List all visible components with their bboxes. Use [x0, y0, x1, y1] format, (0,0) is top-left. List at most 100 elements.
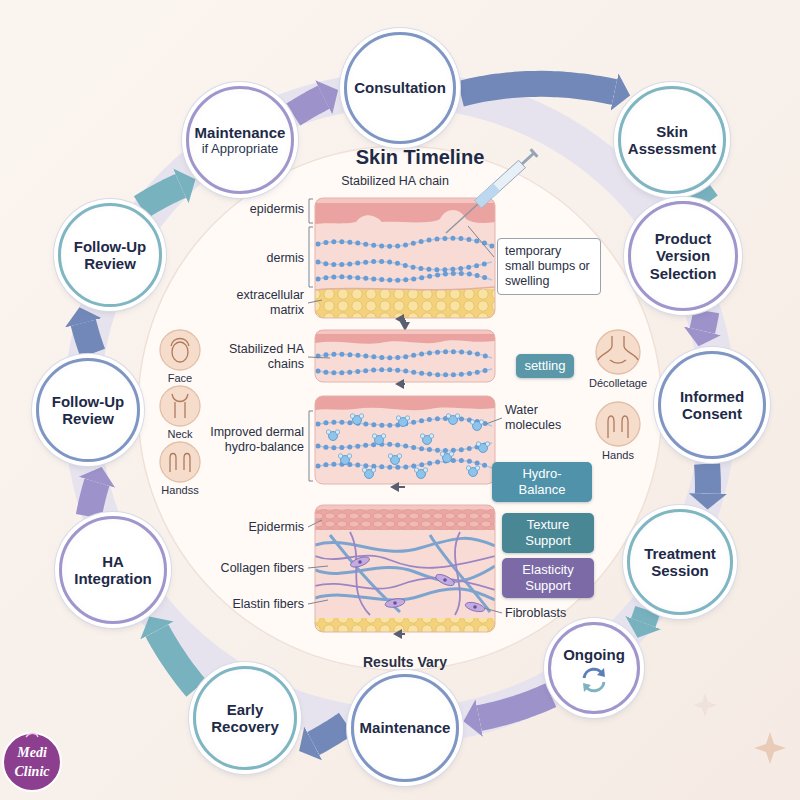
area-label: Neck — [150, 428, 210, 441]
node-text: Follow-Up Review — [45, 393, 132, 428]
illustration-part-part — [446, 414, 459, 425]
illustration-part-part — [531, 149, 538, 156]
illustration-part-part — [172, 394, 188, 402]
illustration-part-part — [315, 198, 495, 224]
illustration-part-part — [315, 330, 495, 344]
illustration-part — [315, 505, 495, 632]
illustration-part — [486, 418, 502, 424]
illustration-part-part — [358, 560, 477, 609]
node-text: Product Version Selection — [637, 230, 729, 282]
illustration-part-part — [349, 555, 485, 614]
illustration-part-part — [315, 396, 495, 410]
stage-tag: Elasticity Support — [502, 558, 594, 597]
illustration-part-part — [318, 261, 492, 269]
node-text: Informed Consent — [667, 388, 758, 423]
illustration-part-part — [315, 532, 495, 615]
illustration-part-part — [420, 434, 433, 445]
part-label: Fibroblasts — [505, 606, 593, 621]
illustration-part-part — [318, 443, 492, 451]
illustration-part-part — [315, 396, 495, 484]
node-text: Follow-Up Review — [67, 238, 154, 273]
illustration-part — [404, 320, 406, 322]
node-text-box: Consultation — [353, 79, 447, 96]
result-note: Results Vary — [340, 654, 470, 671]
illustration-part-part — [622, 416, 628, 438]
illustration-part-part-part — [434, 572, 456, 588]
illustration-part-part — [440, 452, 453, 463]
illustration-part-part — [315, 505, 495, 632]
cycle-arrow — [479, 695, 551, 718]
node-text: Treatment Session — [636, 545, 725, 580]
illustration-part-part — [170, 454, 176, 473]
illustration-part — [315, 198, 495, 318]
illustration-part — [26, 733, 38, 737]
illustration-part-part-part — [443, 578, 447, 582]
illustration-part-part — [318, 369, 492, 375]
stage-circle: Treatment Session — [627, 509, 733, 615]
node-text: Early Recovery — [202, 701, 289, 736]
illustration-part-part — [315, 330, 495, 382]
illustration-part — [138, 146, 662, 670]
illustration-part-part — [596, 330, 640, 374]
stage-circle: Maintenance — [351, 674, 459, 782]
node-text-box: Treatment Session — [636, 545, 725, 580]
area-label: Décolletage — [576, 377, 660, 390]
illustration-part-part — [315, 505, 495, 530]
node-text-box: Ongoing — [556, 646, 633, 663]
illustration-part-part — [315, 287, 495, 290]
node-text-box: Early Recovery — [202, 701, 289, 736]
illustration-part-part — [598, 336, 612, 360]
illustration-part — [693, 693, 717, 717]
illustration-part-part — [404, 318, 405, 320]
part-label: Stabilized HA chain — [320, 174, 470, 189]
node-text-box: Maintenanceif Appropriate — [195, 124, 286, 157]
illustration-part — [82, 90, 718, 726]
illustration-part-part — [318, 238, 492, 246]
illustration-part-part — [171, 339, 189, 347]
illustration-part-part — [318, 369, 492, 375]
illustration-part-part — [476, 442, 489, 453]
node-text: Maintenance — [195, 124, 286, 141]
layer-label: dermis — [210, 251, 304, 266]
illustration-part — [308, 520, 322, 527]
illustration-part-part-part — [315, 589, 495, 600]
stage-tag: Texture Support — [502, 513, 594, 552]
illustration-part-part — [372, 434, 385, 445]
illustration-part — [309, 411, 313, 481]
illustration-part-part — [160, 330, 200, 370]
illustration-part-part — [318, 238, 492, 246]
stage-circle: Skin Assessment — [618, 86, 726, 194]
illustration-part — [399, 319, 405, 634]
part-label: Water molecules — [505, 403, 587, 433]
node-text: HA Integration — [68, 553, 159, 588]
cycle-arrow — [702, 311, 706, 331]
illustration-part-part — [399, 486, 405, 488]
cycle-arrow — [293, 97, 324, 114]
part-label: Stabilized HA chains — [210, 342, 304, 372]
illustration-part-part — [338, 454, 351, 465]
stage-circle: Product Version Selection — [628, 201, 738, 311]
illustration-part-part — [350, 414, 363, 425]
illustration-part-part — [596, 402, 640, 446]
cycle-arrow — [694, 464, 721, 494]
illustration-part-part — [608, 416, 614, 438]
illustration-part-part — [318, 352, 492, 358]
callout-box: temporary small bumps or swelling — [497, 238, 601, 295]
illustration-part-part — [362, 468, 375, 479]
illustration-part-part-part — [350, 532, 370, 615]
logo-text: Medi — [4, 745, 60, 762]
cycle-arrow — [643, 610, 647, 623]
illustration-part-part — [160, 442, 200, 482]
illustration-part-part — [315, 198, 495, 203]
illustration-part-part — [326, 430, 339, 441]
illustration-part-part — [184, 454, 190, 473]
illustration-part-part — [315, 289, 495, 318]
illustration-part-part — [624, 336, 638, 360]
illustration-part-part — [475, 183, 500, 207]
illustration-part — [308, 566, 328, 568]
illustration-part-part — [318, 273, 492, 280]
part-label: Elastin fibers — [210, 597, 304, 612]
illustration-part — [315, 198, 495, 318]
illustration-part-part — [404, 383, 405, 385]
